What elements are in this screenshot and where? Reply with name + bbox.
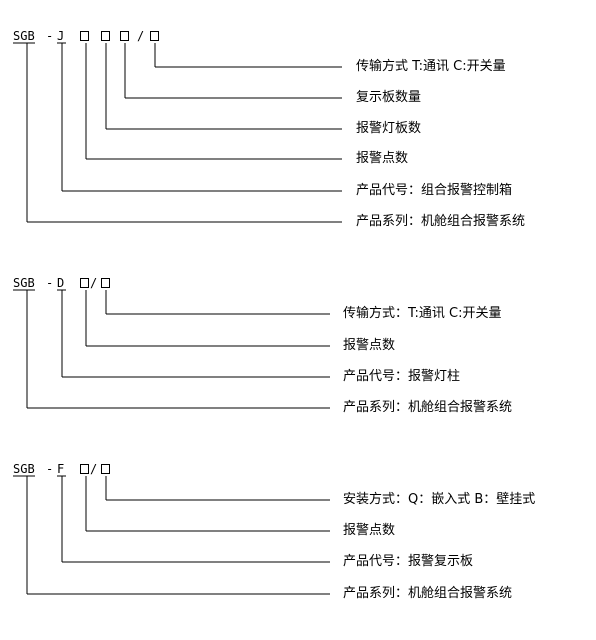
- placeholder-box: [120, 31, 129, 41]
- code-slash: /: [137, 29, 145, 43]
- type-letter: J: [57, 29, 65, 43]
- field-label: 报警点数: [343, 523, 396, 538]
- code-dash: -: [46, 462, 54, 476]
- type-letter: F: [57, 462, 65, 476]
- series-code: SGB: [13, 29, 35, 43]
- code-dash: -: [46, 276, 54, 290]
- code-slash: /: [90, 276, 98, 290]
- series-code: SGB: [13, 276, 35, 290]
- diagram-3-lines: [26, 476, 330, 595]
- field-label: 产品代号：组合报警控制箱: [356, 183, 513, 198]
- field-label: 安装方式：Q：嵌入式 B：壁挂式: [343, 492, 536, 507]
- field-label: 产品系列：机舱组合报警系统: [356, 214, 526, 229]
- field-label: 复示板数量: [356, 90, 422, 105]
- field-label: 产品系列：机舱组合报警系统: [343, 400, 513, 415]
- diagram-2-lines: [26, 290, 330, 409]
- type-letter: D: [57, 276, 65, 290]
- field-label: 报警点数: [356, 151, 409, 166]
- placeholder-box: [150, 31, 159, 41]
- code-slash: /: [90, 462, 98, 476]
- code-dash: -: [46, 29, 54, 43]
- placeholder-box: [80, 31, 89, 41]
- placeholder-box: [101, 31, 110, 41]
- field-label: 报警灯板数: [356, 121, 422, 136]
- field-label: 产品代号：报警灯柱: [343, 369, 461, 384]
- placeholder-box: [101, 278, 110, 288]
- field-label: 传输方式：T:通讯 C:开关量: [343, 306, 502, 321]
- field-label: 报警点数: [343, 338, 396, 353]
- placeholder-box: [80, 278, 89, 288]
- field-label: 产品代号：报警复示板: [343, 554, 474, 569]
- field-label: 产品系列：机舱组合报警系统: [343, 586, 513, 601]
- diagram-1-lines: [26, 43, 342, 223]
- series-code: SGB: [13, 462, 35, 476]
- field-label: 传输方式 T:通讯 C:开关量: [356, 59, 506, 74]
- placeholder-box: [101, 464, 110, 474]
- placeholder-box: [80, 464, 89, 474]
